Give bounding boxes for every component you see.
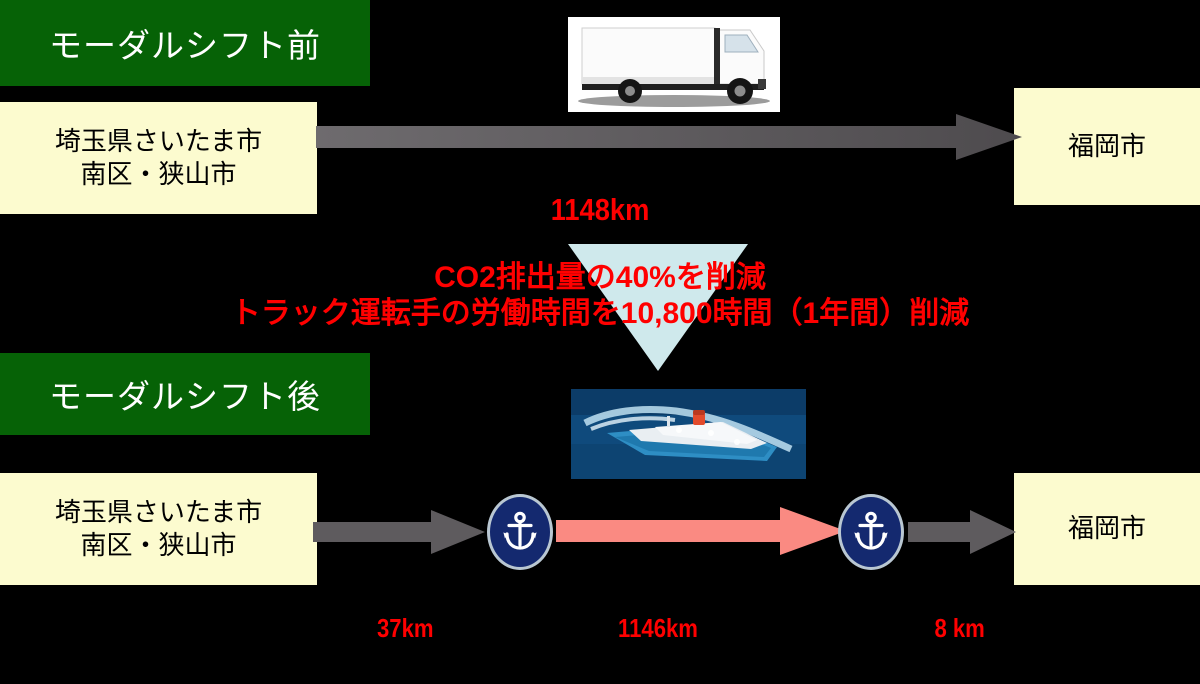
truck-image [568, 17, 780, 112]
down-triangle-icon [568, 244, 748, 371]
origin-label-after: 埼玉県さいたま市 南区・狭山市 [54, 496, 263, 560]
leg-arrow-sea [556, 505, 846, 557]
section-header-after: モーダルシフト後 [0, 353, 370, 435]
leg-arrow-truck-dest [908, 508, 1016, 556]
leg-distance-2: 1146km [575, 613, 740, 644]
section-header-before-label: モーダルシフト前 [49, 27, 321, 64]
destination-label-before: 福岡市 [1067, 130, 1146, 161]
leg-distance-1: 37km [340, 613, 470, 644]
destination-label-after: 福岡市 [1067, 513, 1146, 544]
section-header-before: モーダルシフト前 [0, 0, 370, 86]
co2-reduction-text: CO2排出量の40%を削減 [434, 261, 766, 294]
ship-image [571, 389, 806, 479]
origin-box-after: 埼玉県さいたま市 南区・狭山市 [0, 473, 317, 585]
origin-box-before: 埼玉県さいたま市 南区・狭山市 [0, 102, 317, 214]
labor-reduction-label: トラック運転手の労働時間を10,800時間（1年間）削減 [0, 288, 1200, 332]
section-header-after-label: モーダルシフト後 [49, 378, 321, 415]
co2-reduction-label: CO2排出量の40%を削減 [0, 252, 1200, 296]
anchor-icon [487, 494, 553, 570]
leg-distance-3: 8 km [895, 613, 1025, 644]
anchor-icon [838, 494, 904, 570]
total-distance-value: 1148km [550, 192, 650, 227]
leg-distance-3-value: 8 km [934, 613, 986, 643]
leg-distance-2-value: 1146km [617, 613, 698, 643]
destination-box-before: 福岡市 [1014, 88, 1200, 205]
route-arrow-before [316, 114, 1022, 160]
destination-box-after: 福岡市 [1014, 473, 1200, 585]
labor-reduction-text: トラック運転手の労働時間を10,800時間（1年間）削減 [230, 297, 970, 330]
leg-arrow-truck-origin [313, 508, 485, 556]
origin-label-before: 埼玉県さいたま市 南区・狭山市 [54, 125, 263, 189]
total-distance-label: 1148km [0, 192, 1200, 228]
leg-distance-1-value: 37km [376, 613, 434, 643]
